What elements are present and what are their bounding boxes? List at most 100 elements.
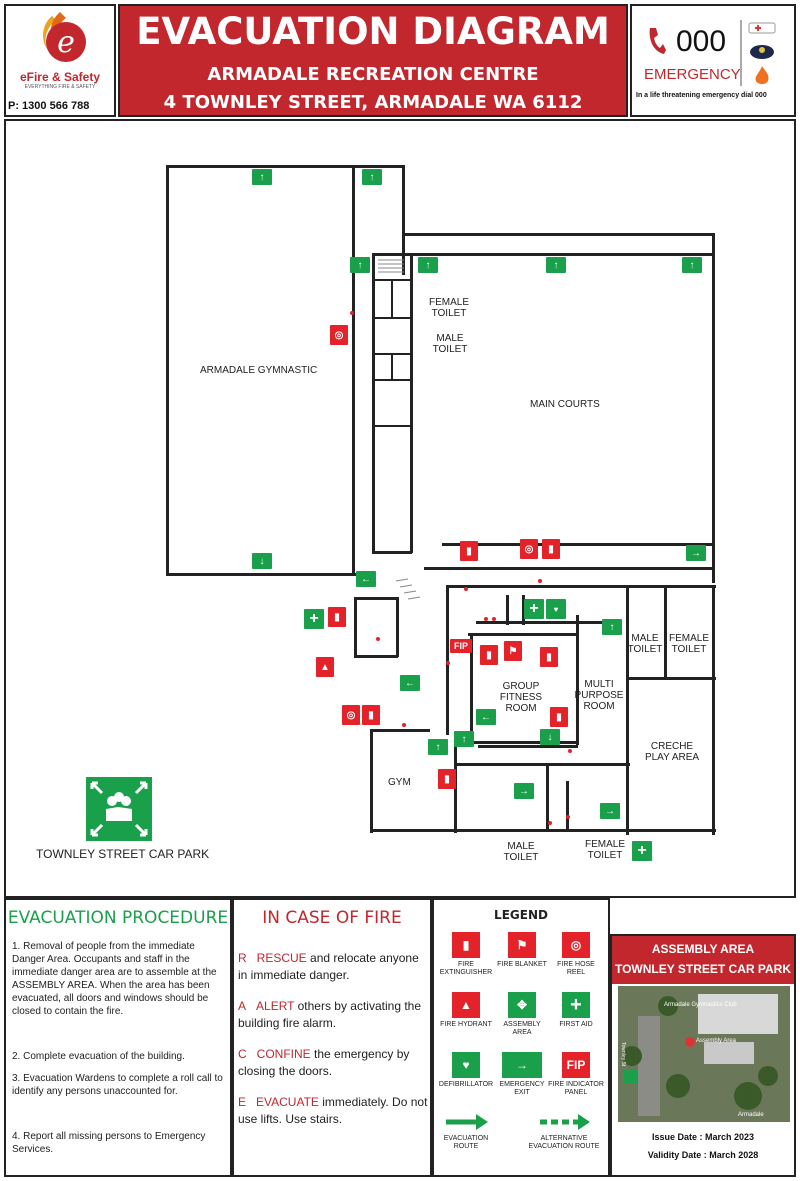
wall [402,233,714,236]
evacuation-procedure-panel: EVACUATION PROCEDURE 1. Removal of peopl… [4,898,232,1177]
room-label-female-toilet-bottom: FEMALE TOILET [584,839,625,861]
extinguisher-icon: ▮ [540,647,558,667]
procedure-step: 4. Report all missing persons to Emergen… [12,1131,206,1155]
hose-reel-icon: ◎ [330,325,348,345]
fip-panel-icon: FIP [450,639,472,653]
exit-sign-icon: ↑ [454,731,474,747]
wall [712,233,715,583]
map-label-area: Assembly Area [696,1038,737,1044]
exit-sign-icon: ↑ [418,257,438,273]
page-title: EVACUATION DIAGRAM [136,10,610,53]
validity-date: Validity Date : March 2028 [647,1150,759,1160]
room-label-male-toilet-bottom: MALE TOILET [503,841,539,863]
fire-step-keyword: ALERT [256,999,295,1013]
assembly-icon: ✥ [508,992,536,1018]
wall [372,317,412,319]
legend-label: ASSEMBLY AREA [503,1021,541,1036]
hose-reel-icon: ◎ [520,539,538,559]
stairs-icon [395,578,421,600]
wall [391,353,393,381]
map-label-armadale: Armadale [738,1112,764,1118]
room-label-group-fitness: GROUP FITNESS ROOM [499,681,543,714]
map-label-club: Armadale Gymnastics Club [664,1002,737,1008]
exit-sign-icon: ↑ [428,739,448,755]
wall [506,595,509,625]
wall [546,765,549,831]
fire-step-letter: A [238,999,247,1013]
first-aid-icon: + [524,599,544,619]
wall [454,763,630,766]
legend-item: + FIRST AID [548,992,604,1029]
legend-label: FIRE HYDRANT [440,1021,492,1028]
police-icon [750,45,774,59]
equipment-location-dot [484,617,488,621]
wall [396,597,399,657]
hydrant-icon: ▲ [316,657,334,677]
first-aid-icon: + [304,609,324,629]
legend-label: DEFIBRILLATOR [438,1081,494,1088]
legend-item: ⚑ FIRE BLANKET [494,932,550,969]
fire-blanket-icon: ⚑ [508,932,536,958]
procedure-title: EVACUATION PROCEDURE [7,908,229,928]
exit-sign-icon: ← [476,709,496,725]
wall [402,165,405,275]
legend-item: ♥ DEFIBRILLATOR [438,1052,494,1089]
exit-sign-icon: → [686,545,706,561]
fire-step-keyword: CONFINE [256,1047,311,1061]
hydrant-icon: ▲ [452,992,480,1018]
wall [566,781,569,831]
extinguisher-icon: ▮ [452,932,480,958]
first-aid-icon: + [632,841,652,861]
legend-label: FIRE EXTINGUISHER [439,961,493,976]
wall [446,585,449,735]
dashed-route-arrow-icon [540,1114,590,1130]
stairs-icon [378,259,404,273]
wall [372,551,412,554]
brand-logo-panel: e eFire & Safety EVERYTHING FIRE & SAFET… [4,4,116,117]
wall [470,633,473,743]
room-label-main-courts: MAIN COURTS [530,399,600,410]
wall [476,621,606,624]
wall [354,597,398,600]
assembly-map: Armadale Gymnastics Club Assembly Area A… [618,986,790,1122]
wall [410,253,413,553]
extinguisher-icon: ▮ [328,607,346,627]
phone-icon [649,28,666,54]
exit-sign-icon: → [600,803,620,819]
brand-tagline: EVERYTHING FIRE & SAFETY [24,84,96,90]
equipment-location-dot [446,661,450,665]
wall [712,585,715,835]
exit-sign-icon: ↓ [540,729,560,745]
wall [576,615,579,745]
room-label-male-toilet-top: MALE TOILET [432,333,468,355]
assembly-title: ASSEMBLY AREA [651,942,755,956]
location-name: ARMADALE RECREATION CENTRE [207,64,539,85]
exit-sign-icon: ← [400,675,420,691]
fire-step-keyword: RESCUE [256,951,307,965]
exit-sign-icon: ← [356,571,376,587]
title-banner: EVACUATION DIAGRAM ARMADALE RECREATION C… [118,4,628,117]
wall [354,597,357,657]
exit-sign-icon: → [514,783,534,799]
room-label-gym: GYM [388,777,411,788]
legend-item: ▲ FIRE HYDRANT [438,992,494,1029]
wall [372,279,412,281]
legend-label: FIRE INDICATOR PANEL [548,1081,604,1096]
wall [478,745,578,748]
wall [356,165,404,168]
fire-step-letter: C [238,1047,247,1061]
wall [424,567,714,570]
equipment-location-dot [548,821,552,825]
route-arrow-icon [446,1114,488,1130]
fire-icon [755,66,769,84]
room-label-gymnastic: ARMADALE GYMNASTIC [200,365,318,376]
hose-reel-icon: ◎ [342,705,360,725]
exit-sign-icon: ↑ [546,257,566,273]
room-label-female-toilet-top: FEMALE TOILET [429,297,470,319]
brand-name: eFire & Safety [19,70,101,84]
equipment-location-dot [464,587,468,591]
wall [522,595,525,625]
legend-label: FIRE HOSE REEL [557,961,595,976]
